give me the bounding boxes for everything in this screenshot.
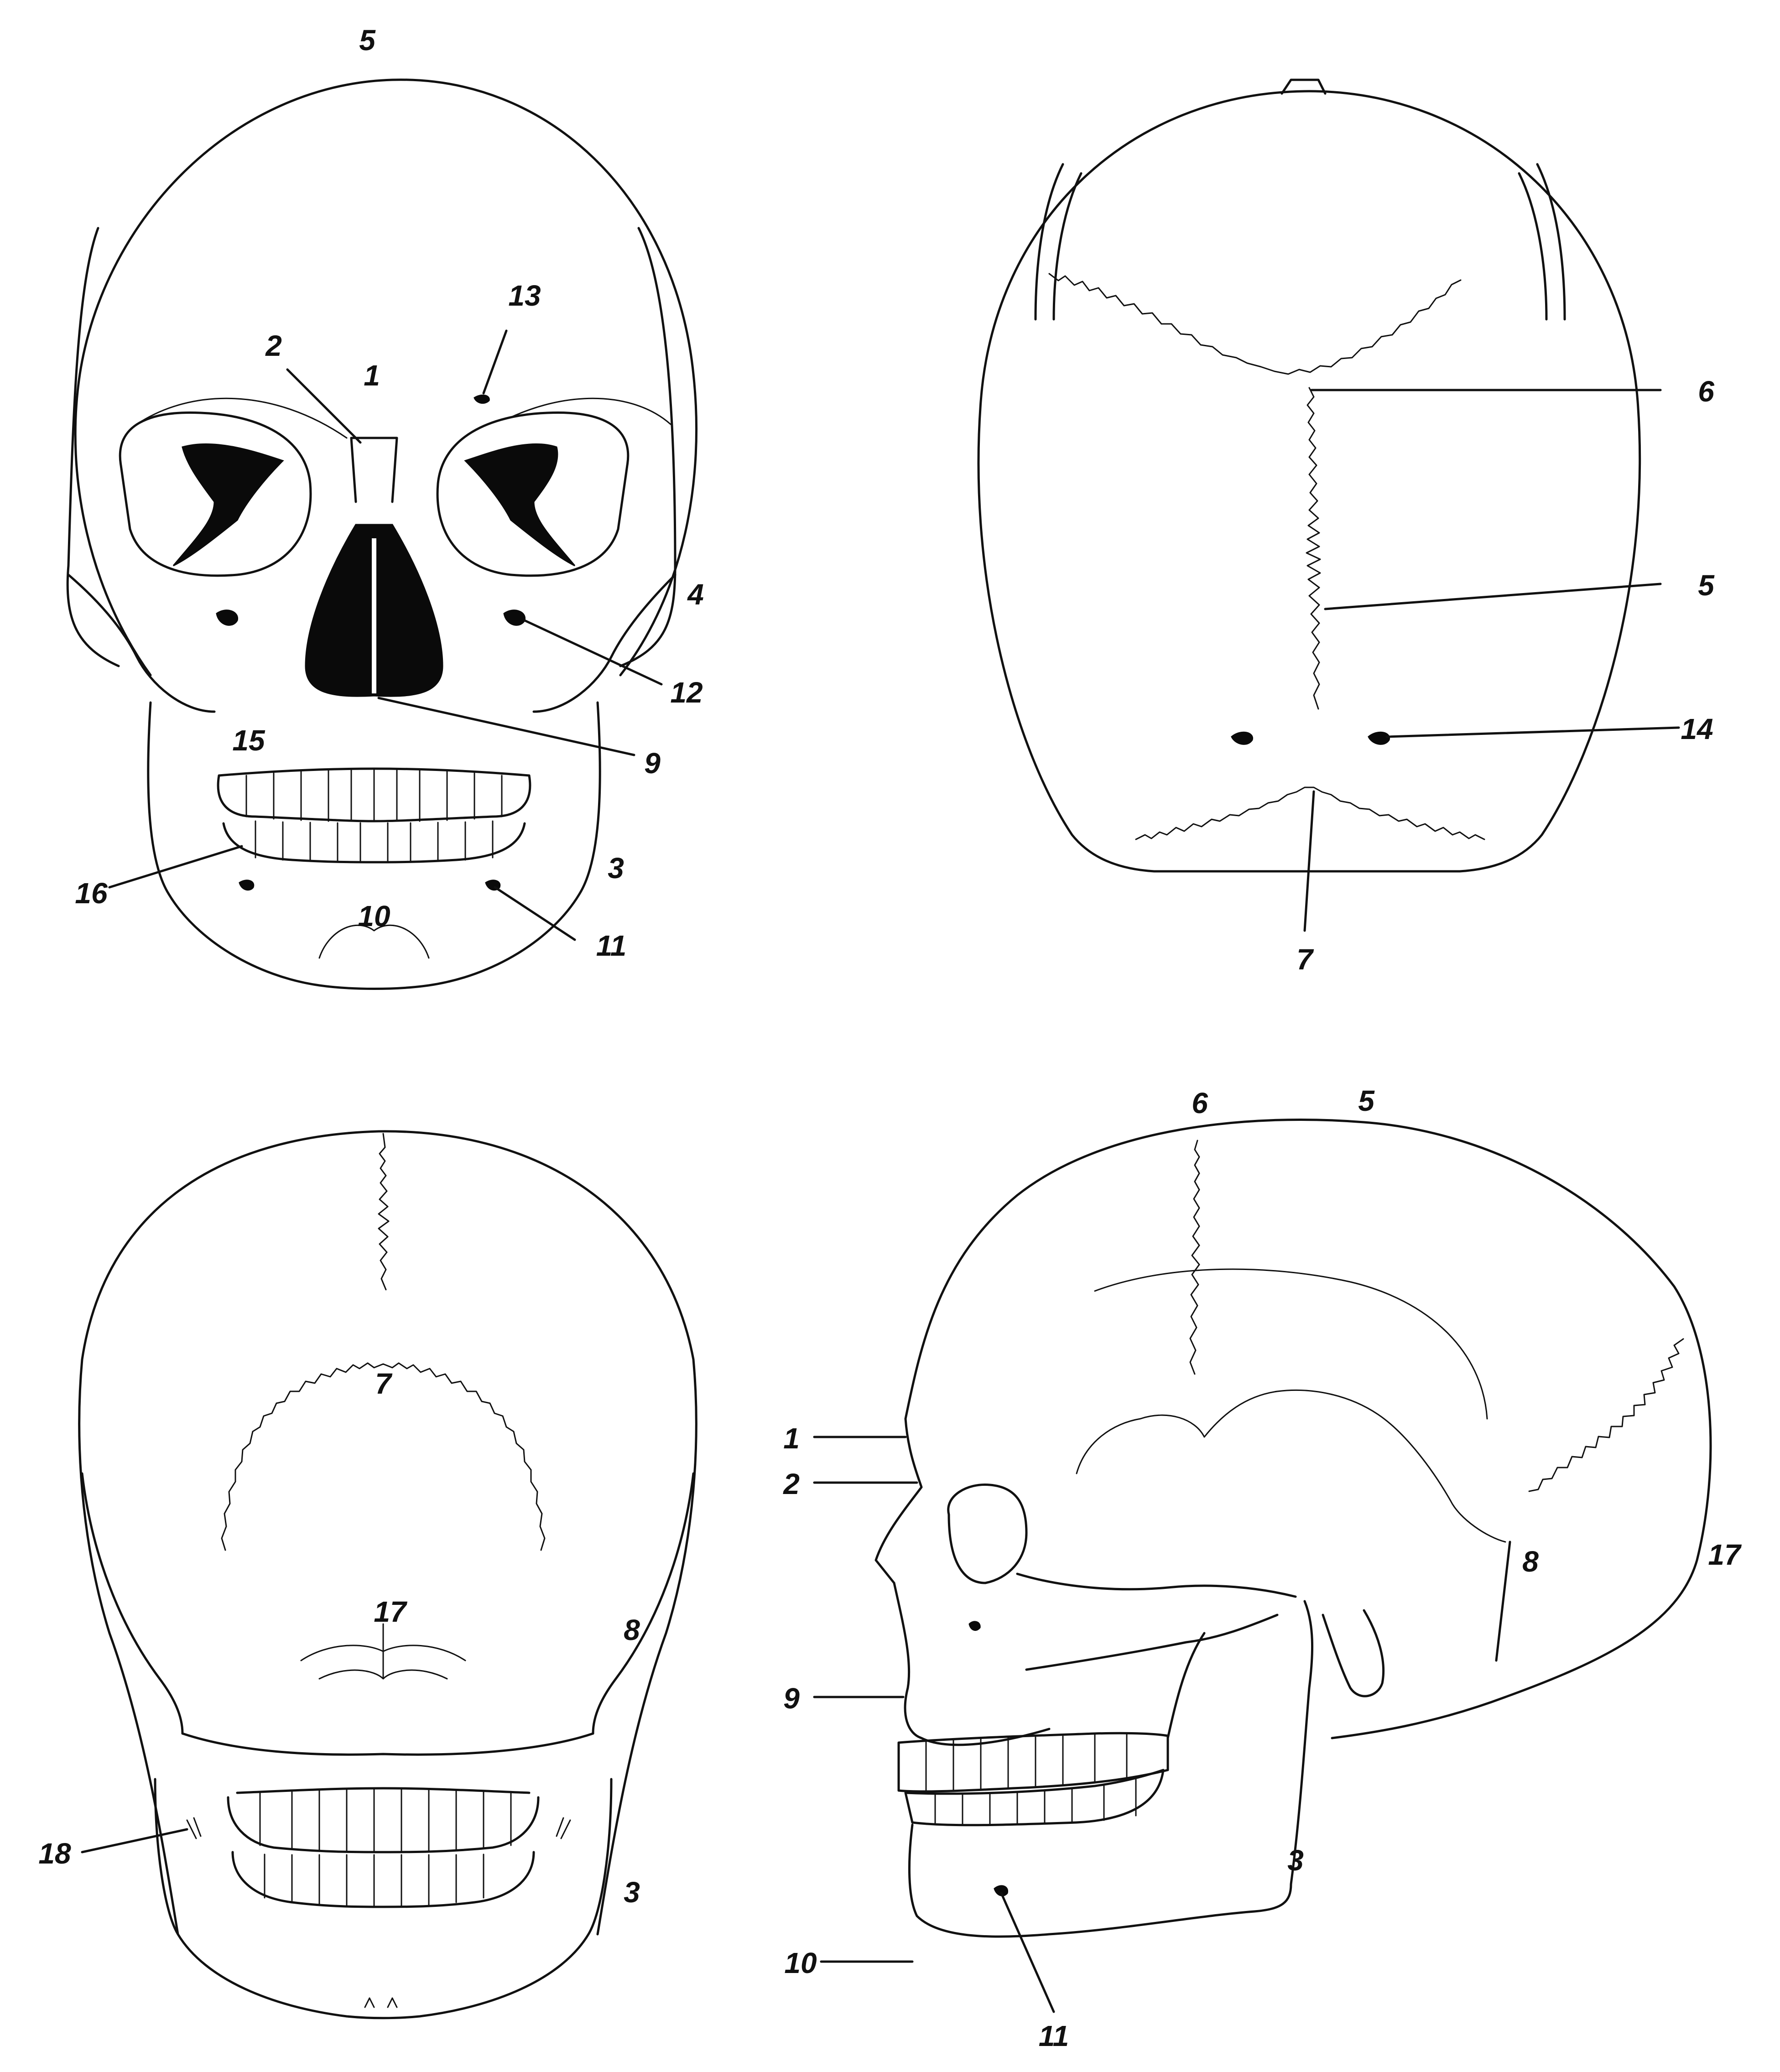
anterior-left-orbital-fissure [172, 443, 284, 567]
lateral-squamosal-suture [1076, 1389, 1506, 1543]
lateral-mental-foramen [994, 1885, 1009, 1896]
anterior-mandible-outline [147, 701, 601, 990]
anterior-label-3: 3 [608, 852, 624, 885]
lateral-label-9: 9 [783, 1682, 800, 1715]
anterior-mental-protuberance [318, 924, 430, 959]
anterior-left-temporal [66, 227, 120, 667]
superior-sagittal-suture [1306, 387, 1321, 710]
superior-leader-14 [1385, 726, 1680, 738]
anterior-leader-16 [108, 845, 243, 889]
anterior-leader-2 [286, 368, 362, 444]
lateral-frontal-profile [874, 1417, 923, 1584]
posterior-label-18: 18 [38, 1837, 71, 1870]
posterior-label-8: 8 [624, 1614, 640, 1646]
anterior-label-10: 10 [358, 900, 390, 932]
anterior-label-2: 2 [265, 329, 282, 362]
lateral-mandible-outline [908, 1600, 1314, 1938]
superior-left-parietal-foramen [1231, 731, 1253, 745]
superior-lambdoid-suture [1135, 786, 1485, 840]
posterior-label-3: 3 [624, 1876, 640, 1909]
anterior-leader-13 [482, 329, 508, 395]
anterior-leader-11 [494, 886, 576, 941]
anterior-label-16: 16 [75, 877, 108, 910]
posterior-mental-spines [364, 1997, 398, 2008]
anterior-label-1: 1 [364, 359, 380, 392]
lateral-upper-teeth [897, 1732, 1169, 1793]
posterior-cranium-outline [78, 1130, 697, 1936]
superior-coronal-suture [1048, 273, 1462, 375]
lateral-mastoid-process [1322, 1609, 1385, 1697]
lateral-label-2: 2 [783, 1468, 800, 1500]
anterior-label-12: 12 [670, 676, 703, 709]
anterior-maxilla-outline [67, 573, 677, 713]
lateral-label-1: 1 [783, 1422, 800, 1455]
superior-right-zygomatic [1518, 163, 1566, 321]
lateral-lower-teeth [904, 1769, 1165, 1827]
anterior-nasal-bones [350, 437, 398, 503]
posterior-label-7: 7 [375, 1367, 393, 1400]
anterior-leader-9 [377, 697, 635, 756]
anterior-right-temporal [619, 227, 677, 667]
anterior-left-mental-foramen [239, 880, 255, 891]
anterior-left-infraorbital-foramen [216, 609, 238, 626]
lateral-label-8: 8 [1522, 1545, 1539, 1578]
superior-nasion-tip [1280, 78, 1327, 95]
lateral-cranium-outline [904, 1118, 1712, 1739]
posterior-label-17: 17 [374, 1595, 408, 1628]
superior-leader-5 [1324, 583, 1662, 610]
anterior-cranium-outline [74, 78, 698, 677]
superior-label-14: 14 [1681, 713, 1713, 745]
lateral-label-17: 17 [1708, 1538, 1742, 1571]
superior-label-6: 6 [1698, 375, 1714, 408]
lateral-infraorbital-foramen [968, 1621, 981, 1631]
lateral-leader-11 [1000, 1892, 1055, 2013]
anterior-leader-12 [523, 619, 663, 686]
lateral-label-5: 5 [1358, 1084, 1375, 1117]
anterior-label-4: 4 [687, 578, 704, 611]
posterior-lambdoid-suture [221, 1362, 546, 1551]
lateral-coronal-suture [1189, 1140, 1200, 1375]
superior-label-7: 7 [1296, 943, 1314, 976]
anterior-label-15: 15 [232, 724, 265, 757]
superior-label-5: 5 [1698, 569, 1715, 602]
lateral-label-3: 3 [1287, 1844, 1304, 1877]
lateral-zygomatic-arch [1016, 1572, 1297, 1671]
posterior-sagittal-suture [378, 1133, 390, 1291]
superior-cranium-outline [977, 90, 1641, 873]
posterior-upper-teeth [227, 1787, 540, 1853]
anterior-upper-teeth [217, 767, 531, 823]
posterior-occipital-base [181, 1732, 594, 1756]
superior-right-parietal-foramen [1368, 731, 1390, 745]
lateral-label-10: 10 [784, 1947, 817, 1979]
anterior-view: 5 13 2 1 4 12 9 15 16 3 10 11 [66, 24, 704, 990]
posterior-mandible-outline [154, 1778, 613, 2020]
lateral-label-11: 11 [1039, 2020, 1069, 2052]
superior-left-zygomatic [1034, 163, 1083, 321]
anterior-label-5: 5 [359, 24, 376, 57]
anterior-right-orbital-fissure [464, 443, 576, 567]
posterior-left-mastoid [81, 1472, 184, 1735]
posterior-lower-teeth [231, 1851, 535, 1908]
posterior-nuchal-lines [300, 1623, 466, 1680]
anterior-label-9: 9 [644, 747, 661, 780]
anterior-label-11: 11 [596, 929, 626, 962]
lateral-label-6: 6 [1192, 1087, 1208, 1119]
superior-leader-7 [1303, 790, 1315, 932]
posterior-right-mastoid [592, 1472, 695, 1735]
posterior-mandibular-foramen [186, 1817, 571, 1839]
lateral-lambdoid-suture [1528, 1338, 1684, 1492]
anterior-lower-teeth [222, 820, 526, 864]
anterior-supraorbital-foramen [474, 394, 490, 404]
posterior-view: 7 17 8 18 3 [38, 1130, 697, 2020]
lateral-view: 6 5 1 2 8 17 9 3 10 11 [783, 1084, 1742, 2052]
lateral-orbit [947, 1483, 1028, 1584]
anterior-label-13: 13 [508, 279, 541, 312]
lateral-maxilla-outline [893, 1582, 1051, 1746]
lateral-temporal-line [1094, 1268, 1488, 1420]
posterior-leader-18 [81, 1828, 188, 1853]
anterior-right-infraorbital-foramen [503, 609, 526, 626]
superior-view: 6 5 14 7 [977, 78, 1715, 976]
lateral-occipital-edge [1495, 1541, 1511, 1662]
